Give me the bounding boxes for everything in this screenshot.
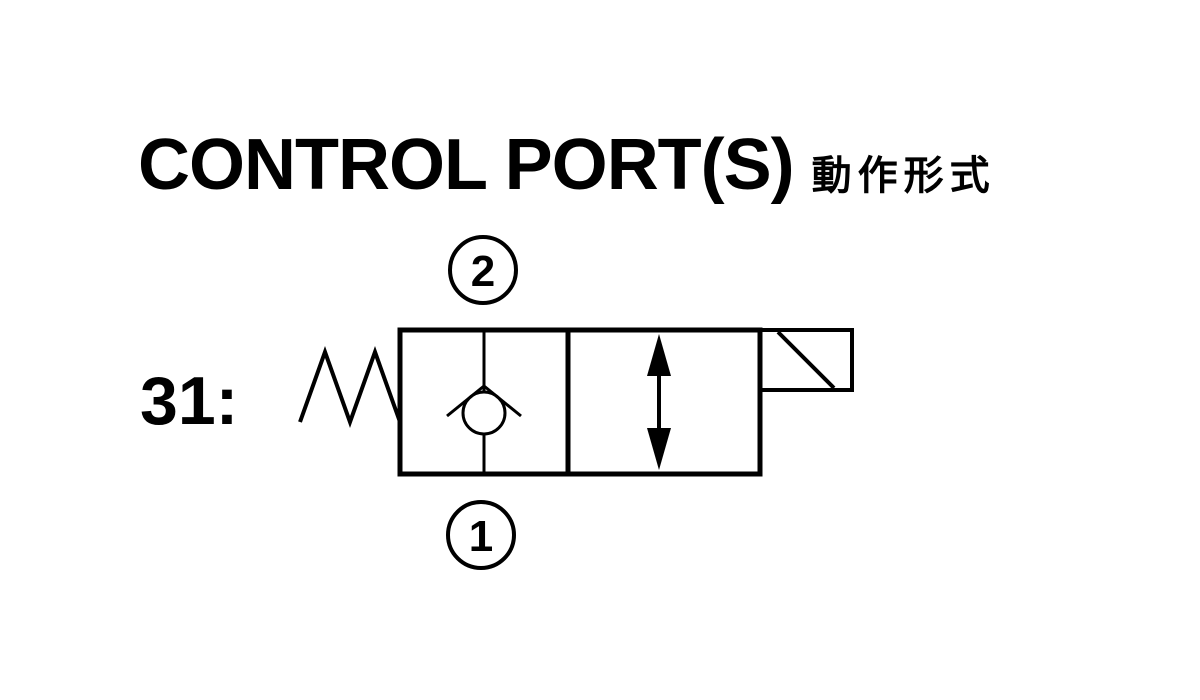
- flow-arrow-symbol: [647, 334, 671, 470]
- spring-symbol: [298, 346, 402, 428]
- valve-code-label: 31:: [140, 363, 239, 439]
- valve-body: [397, 327, 763, 477]
- check-valve-symbol: [446, 330, 522, 474]
- title-sub: 動作形式: [811, 153, 996, 199]
- port-1-marker: 1: [446, 500, 516, 570]
- diagram-title: CONTROL PORT(S) 動作形式: [138, 124, 996, 206]
- port-2-marker: 2: [448, 235, 518, 305]
- port-2-label: 2: [471, 247, 495, 296]
- port-1-label: 1: [469, 512, 493, 561]
- title-main: CONTROL PORT(S): [138, 125, 795, 205]
- solenoid-symbol: [758, 328, 854, 392]
